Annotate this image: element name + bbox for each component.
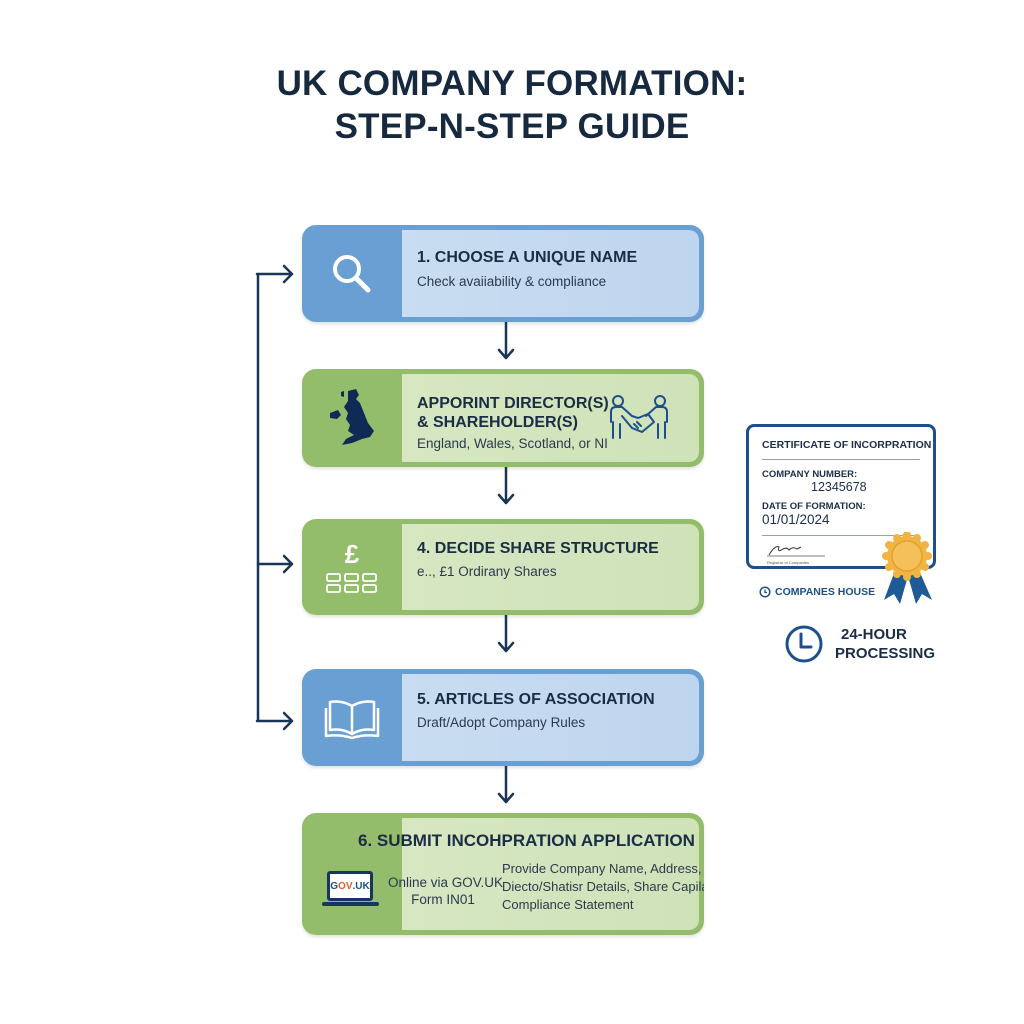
step-6-left-line-2: Form IN01 [411,892,475,907]
step-2-card: APPORINT DIRECTOR(S) & SHAREHOLDER(S) En… [302,369,704,467]
govuk-logo-suffix: .UK [352,880,370,892]
step-6-panel [402,818,699,930]
connector-arrow-to-step-5 [255,711,294,731]
step-1-subtitle: Check avaiiability & compliance [417,274,607,289]
arrow-step-2-to-4 [497,467,515,505]
step-6-right-text: Provide Company Name, Address, Diecto/Sh… [502,860,704,914]
arrow-step-4-to-5 [497,615,515,653]
signature-caption: Registrar of Companies [767,560,810,565]
step-6-left-line-1: Online via GOV.UK [388,875,504,890]
step-1-card: 1. CHOOSE A UNIQUE NAME Check avaiiabili… [302,225,704,322]
certificate-title: CERTIFICATE OF INCORPRATION [762,439,932,451]
step-5-panel: 5. ARTICLES OF ASSOCIATION Draft/Adopt C… [402,674,699,761]
step-2-panel: APPORINT DIRECTOR(S) & SHAREHOLDER(S) En… [402,374,699,462]
step-4-card: £ 4. DECIDE SHARE STRUCTURE e.., £1 Ordi… [302,519,704,615]
seal-rosette-icon [882,532,932,604]
govuk-logo-accent: OV [338,880,353,892]
step-1-title: 1. CHOOSE A UNIQUE NAME [417,249,638,266]
step-6-left-text: Online via GOV.UK Form IN01 [388,874,504,908]
date-of-formation-value: 01/01/2024 [762,512,830,527]
govuk-logo-prefix: G [330,880,339,892]
connector-arrow-to-step-1 [255,264,294,284]
loop-back-connector [255,264,294,731]
step-4-icon-area: £ [302,519,402,615]
step-6-title: 6. SUBMIT INCOHPRATION APPLICATION [358,831,695,850]
step-5-card: 5. ARTICLES OF ASSOCIATION Draft/Adopt C… [302,669,704,766]
pound-icon: £ [344,539,360,569]
uk-map-icon [330,389,374,445]
step-2-title-line-1: APPORINT DIRECTOR(S) [417,395,609,412]
title-line-2: STEP-N-STEP GUIDE [334,107,690,146]
step-5-icon-area [302,669,402,766]
certificate-divider-top [762,459,920,460]
signature-icon [767,546,825,557]
title-line-1: UK COMPANY FORMATION: [276,64,748,103]
company-number-value: 12345678 [811,480,867,494]
step-2-icon-area [302,369,402,467]
shares-grid-icon [326,573,377,593]
companies-house-label: COMPANES HOUSE [775,586,876,598]
step-5-subtitle: Draft/Adopt Company Rules [417,715,586,730]
step-4-panel: 4. DECIDE SHARE STRUCTURE e.., £1 Ordira… [402,524,699,610]
step-1-icon-area [302,225,402,322]
step-4-title: 4. DECIDE SHARE STRUCTURE [417,540,659,557]
handshake-icon [610,395,668,439]
search-icon [333,254,371,292]
certificate-divider-bottom [762,535,920,536]
step-2-subtitle: England, Wales, Scotland, or NI [417,436,608,451]
company-number-label: COMPANY NUMBER: [762,469,858,480]
arrow-step-5-to-6 [497,766,515,804]
page-title: UK COMPANY FORMATION: STEP-N-STEP GUIDE [0,62,1024,148]
step-5-title: 5. ARTICLES OF ASSOCIATION [417,691,655,708]
step-2-title-line-2: & SHAREHOLDER(S) [417,414,578,431]
clock-icon [785,625,823,663]
step-6-right-line-3: Compliance Statement [502,897,634,912]
book-icon [324,699,380,739]
arrow-step-1-to-2 [497,322,515,360]
connector-arrow-to-step-4 [256,554,294,574]
step-6-right-line-2: Diecto/Shatisr Details, Share Capilal, [502,879,704,894]
date-of-formation-label: DATE OF FORMATION: [762,501,866,512]
processing-label: 24-HOUR PROCESSING [835,625,935,663]
processing-line-2: PROCESSING [835,645,936,662]
step-4-subtitle: e.., £1 Ordirany Shares [417,564,557,579]
step-6-right-line-1: Provide Company Name, Address, [502,861,702,876]
clock-small-icon [759,586,771,598]
processing-line-1: 24-HOUR [841,626,907,643]
step-1-panel: 1. CHOOSE A UNIQUE NAME Check avaiiabili… [402,230,699,317]
laptop-base [322,902,379,906]
